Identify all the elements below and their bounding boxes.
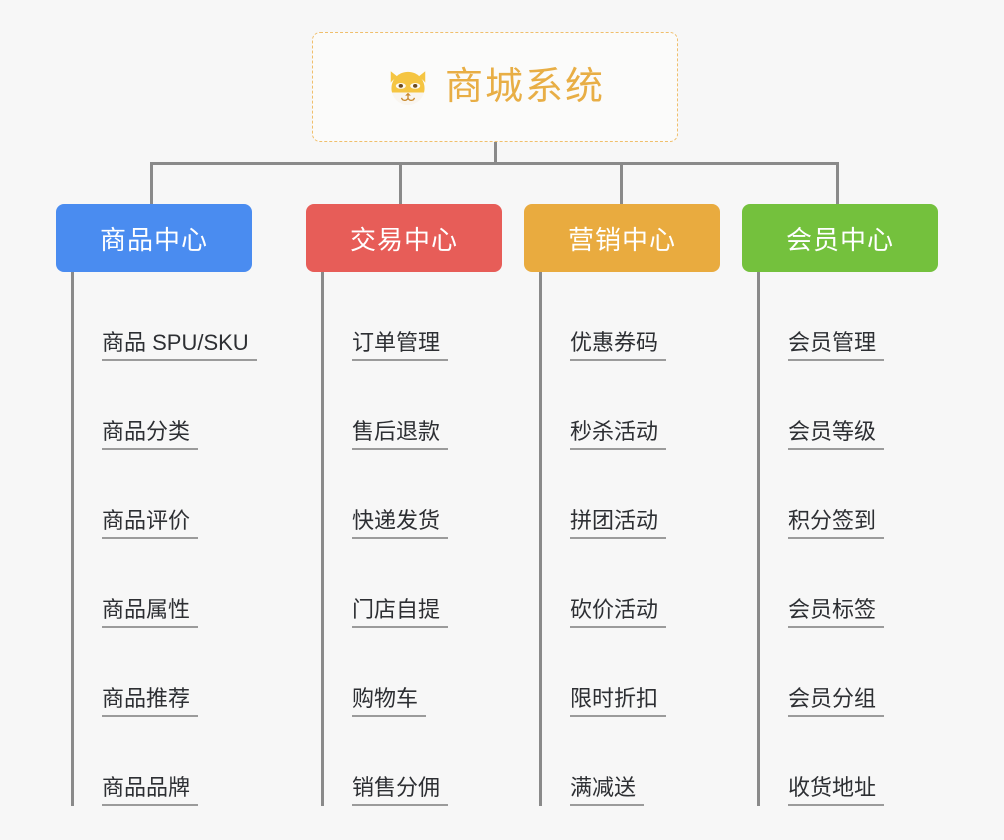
leaf-label: 购物车 [352,686,427,717]
leaf-item[interactable]: 会员管理 [760,272,938,361]
leaf-item[interactable]: 收货地址 [760,717,938,806]
leaf-label: 商品品牌 [102,775,199,806]
leaf-label: 会员管理 [788,330,885,361]
connector-bus [150,162,838,165]
leaf-label: 快递发货 [352,508,449,539]
connector-drop-1 [150,162,153,204]
leaf-label: 售后退款 [352,419,449,450]
leaf-list-marketing: 优惠券码 秒杀活动 拼团活动 砍价活动 限时折扣 满减送 [539,272,720,806]
category-header-label: 商品中心 [99,224,208,255]
category-header-trade[interactable]: 交易中心 [306,204,502,272]
leaf-label: 商品推荐 [102,686,199,717]
leaf-item[interactable]: 商品属性 [74,539,252,628]
leaf-item[interactable]: 购物车 [324,628,502,717]
connector-drop-4 [836,162,839,204]
leaf-item[interactable]: 积分签到 [760,450,938,539]
leaf-item[interactable]: 会员分组 [760,628,938,717]
leaf-item[interactable]: 商品评价 [74,450,252,539]
leaf-label: 门店自提 [352,597,449,628]
leaf-list-member: 会员管理 会员等级 积分签到 会员标签 会员分组 收货地址 [757,272,938,806]
leaf-label: 销售分佣 [352,775,449,806]
leaf-item[interactable]: 秒杀活动 [542,361,720,450]
leaf-item[interactable]: 商品品牌 [74,717,252,806]
leaf-item[interactable]: 拼团活动 [542,450,720,539]
leaf-label: 满减送 [570,775,645,806]
leaf-item[interactable]: 优惠券码 [542,272,720,361]
leaf-label: 秒杀活动 [570,419,667,450]
leaf-label: 商品属性 [102,597,199,628]
leaf-list-trade: 订单管理 售后退款 快递发货 门店自提 购物车 销售分佣 [321,272,502,806]
connector-drop-3 [620,162,623,204]
shiba-dog-icon [390,71,426,105]
leaf-item[interactable]: 会员等级 [760,361,938,450]
leaf-item[interactable]: 门店自提 [324,539,502,628]
leaf-label: 商品评价 [102,508,199,539]
root-title: 商城系统 [444,66,605,108]
leaf-label: 限时折扣 [570,686,667,717]
leaf-item[interactable]: 商品 SPU/SKU [74,272,257,361]
branch-column-member: 会员中心 会员管理 会员等级 积分签到 会员标签 会员分组 收货地址 [742,204,938,806]
leaf-label: 商品分类 [102,419,199,450]
leaf-item[interactable]: 售后退款 [324,361,502,450]
leaf-item[interactable]: 商品推荐 [74,628,252,717]
leaf-label: 积分签到 [788,508,885,539]
leaf-list-product: 商品 SPU/SKU 商品分类 商品评价 商品属性 商品推荐 商品品牌 [71,272,257,806]
connector-trunk [494,142,497,164]
leaf-item[interactable]: 满减送 [542,717,720,806]
leaf-label: 拼团活动 [570,508,667,539]
leaf-label: 订单管理 [352,330,449,361]
branch-column-marketing: 营销中心 优惠券码 秒杀活动 拼团活动 砍价活动 限时折扣 满减送 [524,204,720,806]
connector-drop-2 [399,162,402,204]
category-header-label: 交易中心 [349,224,458,255]
leaf-label: 会员等级 [788,419,885,450]
category-header-label: 营销中心 [567,224,676,255]
leaf-item[interactable]: 限时折扣 [542,628,720,717]
leaf-item[interactable]: 快递发货 [324,450,502,539]
leaf-label: 商品 SPU/SKU [102,330,257,361]
branch-column-product: 商品中心 商品 SPU/SKU 商品分类 商品评价 商品属性 商品推荐 商品品牌 [56,204,257,806]
leaf-item[interactable]: 会员标签 [760,539,938,628]
branch-column-trade: 交易中心 订单管理 售后退款 快递发货 门店自提 购物车 销售分佣 [306,204,502,806]
leaf-item[interactable]: 商品分类 [74,361,252,450]
category-header-marketing[interactable]: 营销中心 [524,204,720,272]
leaf-label: 会员标签 [788,597,885,628]
leaf-label: 收货地址 [788,775,885,806]
category-header-product[interactable]: 商品中心 [56,204,252,272]
leaf-label: 砍价活动 [570,597,667,628]
leaf-label: 会员分组 [788,686,885,717]
root-node[interactable]: 商城系统 [312,32,678,142]
leaf-item[interactable]: 订单管理 [324,272,502,361]
leaf-item[interactable]: 销售分佣 [324,717,502,806]
leaf-label: 优惠券码 [570,330,667,361]
category-header-member[interactable]: 会员中心 [742,204,938,272]
category-header-label: 会员中心 [785,224,894,255]
leaf-item[interactable]: 砍价活动 [542,539,720,628]
